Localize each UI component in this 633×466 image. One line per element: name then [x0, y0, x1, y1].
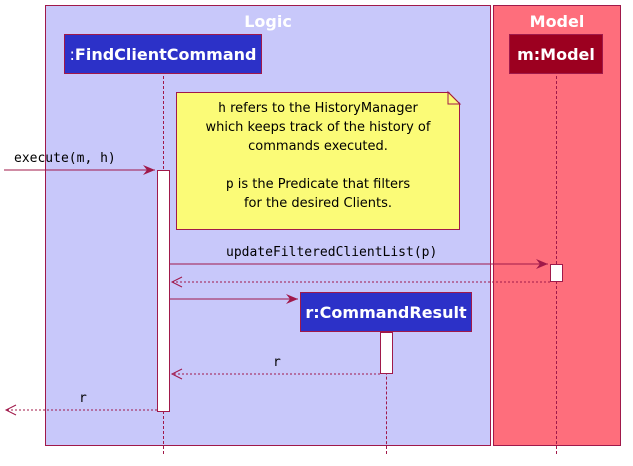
model-participant: m:Model — [509, 34, 603, 74]
command-result-lifeline — [386, 332, 387, 454]
find-client-command-label: FindClientCommand — [74, 44, 257, 64]
note-line-5: p is the Predicate that filters — [177, 175, 459, 194]
note-p-symbol: p — [225, 177, 234, 192]
model-return-arrowhead — [170, 276, 183, 288]
note-line-1: h refers to the HistoryManager — [177, 99, 459, 118]
note-fold-cover — [448, 91, 461, 104]
logic-lane-title: Logic — [244, 12, 292, 31]
note-line-2: which keeps track of the history of — [205, 120, 431, 135]
note-line-3: commands executed. — [248, 139, 388, 154]
execute-message-label: execute(m, h) — [14, 151, 116, 166]
update-message-label: updateFilteredClientList(p) — [226, 245, 438, 260]
final-return-label: r — [79, 391, 87, 406]
find-client-command-participant: :FindClientCommand — [64, 34, 262, 74]
model-participant-label: m:Model — [517, 44, 595, 64]
note-fold-edge — [447, 91, 461, 105]
create-arrowhead — [286, 294, 298, 304]
model-activation — [550, 264, 563, 282]
command-result-activation — [380, 332, 393, 374]
find-client-command-activation — [157, 170, 170, 412]
command-result-participant: r:CommandResult — [300, 292, 472, 332]
final-return-arrowhead — [4, 404, 17, 416]
execute-arrowhead — [143, 165, 155, 175]
note-line-5-text: is the Predicate that filters — [233, 177, 411, 192]
model-lane-title: Model — [529, 12, 585, 31]
note-line-6: for the desired Clients. — [243, 196, 393, 211]
find-client-command-prefix: : — [69, 44, 75, 64]
note-h-symbol: h — [218, 101, 226, 116]
model-lane: Model — [493, 5, 621, 446]
update-arrowhead — [536, 259, 548, 269]
command-result-participant-label: r:CommandResult — [305, 302, 467, 322]
result-return-label: r — [273, 355, 281, 370]
note-line-1-text: refers to the HistoryManager — [225, 101, 418, 116]
history-note: h refers to the HistoryManager which kee… — [176, 92, 460, 230]
result-return-arrowhead — [170, 368, 183, 380]
